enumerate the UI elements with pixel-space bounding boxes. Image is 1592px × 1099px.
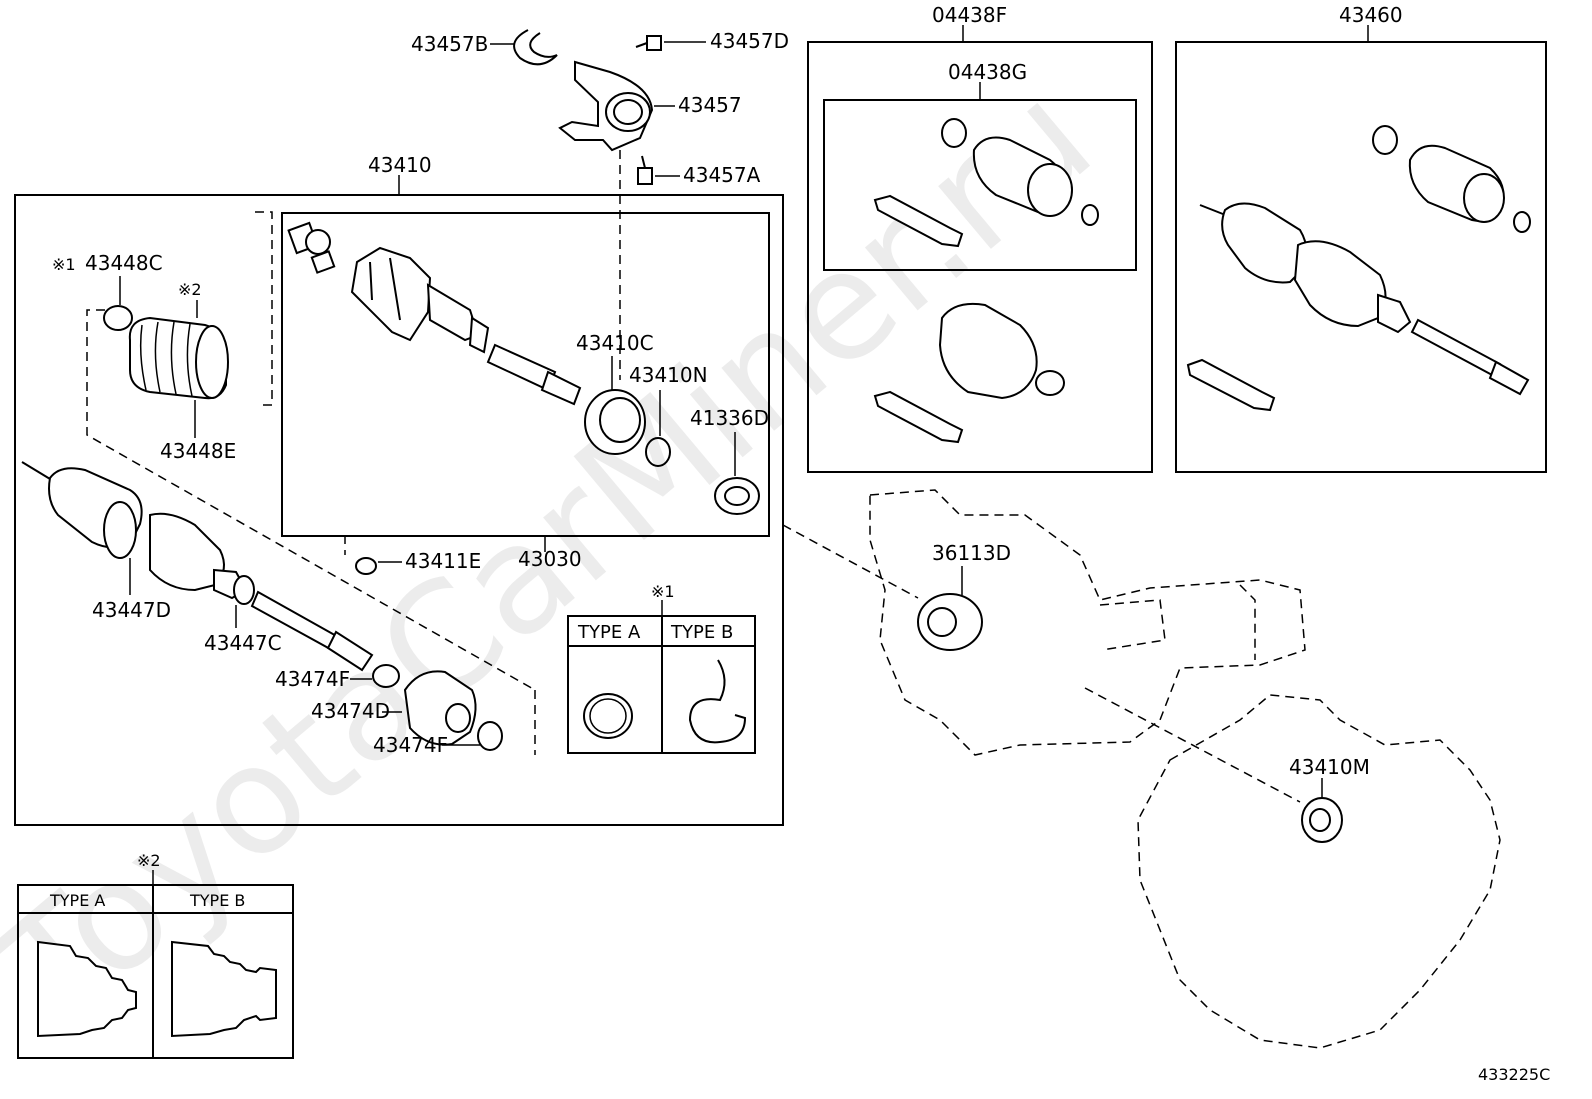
label-43460[interactable]: 43460 (1339, 3, 1403, 27)
transmission-case-part (869, 489, 1306, 756)
mark-2-boot: ※2 (178, 280, 202, 299)
clamp-type-a-icon (583, 693, 633, 739)
diagram-code: 433225C (1478, 1065, 1550, 1084)
oil-seal-43410M-part (1301, 797, 1343, 843)
label-43448C[interactable]: 43448C (85, 251, 163, 275)
label-43410N[interactable]: 43410N (629, 363, 708, 387)
inner-joint-part (287, 221, 490, 354)
label-43030[interactable]: 43030 (518, 547, 582, 571)
axle-assembly-part (21, 461, 374, 672)
type-table-2-header-a: TYPE A (49, 891, 105, 910)
snap-ring-43457B-part (513, 29, 558, 66)
boot-kit-04438G-part (873, 118, 1099, 248)
label-43474D[interactable]: 43474D (311, 699, 390, 723)
bolt-43457D-part (635, 35, 662, 51)
label-04438G[interactable]: 04438G (948, 60, 1027, 84)
label-43457B[interactable]: 43457B (411, 32, 488, 56)
label-43410C[interactable]: 43410C (576, 331, 654, 355)
label-43447C[interactable]: 43447C (204, 631, 282, 655)
type-table-2-header-b: TYPE B (189, 891, 245, 910)
label-43457D[interactable]: 43457D (710, 29, 789, 53)
label-43457A[interactable]: 43457A (683, 163, 761, 187)
label-04438F[interactable]: 04438F (932, 3, 1007, 27)
oil-seal-41336D-part (714, 477, 760, 515)
label-43411E[interactable]: 43411E (405, 549, 481, 573)
type-table-1-header-b: TYPE B (670, 622, 733, 643)
label-43448E[interactable]: 43448E (160, 439, 236, 463)
boot-type-b-icon (171, 940, 277, 1038)
clamp-43474F-a-part (372, 664, 400, 688)
label-41336D[interactable]: 41336D (690, 406, 769, 430)
label-43410M[interactable]: 43410M (1289, 755, 1370, 779)
boot-type-a-icon (37, 940, 137, 1038)
transfer-case-part (1137, 694, 1501, 1049)
clamp-type-b-icon (688, 659, 747, 744)
bearing-43410C-part (584, 389, 646, 455)
mark-1-43448C: ※1 (52, 255, 76, 274)
damper-43474D-part (403, 670, 477, 746)
bearing-bracket-43457-part (558, 60, 654, 152)
frame-04438F (807, 41, 1153, 473)
label-43474F-b[interactable]: 43474F (373, 733, 448, 757)
label-43457[interactable]: 43457 (678, 93, 742, 117)
label-43474F-a[interactable]: 43474F (275, 667, 350, 691)
boot-kit-04438F-part (873, 302, 1065, 444)
type-table-1-header-a: TYPE A (577, 622, 641, 643)
type-table-2: ※2 TYPE A TYPE B (17, 851, 294, 1059)
label-43410[interactable]: 43410 (368, 153, 432, 177)
label-43447D[interactable]: 43447D (92, 598, 171, 622)
type-table-2-note: ※2 (137, 851, 161, 870)
clamp-43448C-part (103, 305, 133, 331)
shaft-kit-43460-part (1186, 125, 1531, 412)
snap-ring-43411E-part (355, 557, 377, 575)
snap-ring-43410N-part (645, 437, 671, 467)
oil-seal-36113D-part (917, 593, 983, 651)
bolt-43457A-part (637, 155, 653, 185)
clamp-43474F-b-part (477, 721, 503, 751)
type-table-1: ※1 TYPE A TYPE B (567, 582, 756, 754)
label-36113D[interactable]: 36113D (932, 541, 1011, 565)
frame-43460 (1175, 41, 1547, 473)
frame-43030 (281, 212, 770, 537)
type-table-1-note: ※1 (651, 582, 675, 601)
shaft-inner-part (486, 343, 582, 406)
boot-43448E-part (128, 316, 229, 400)
